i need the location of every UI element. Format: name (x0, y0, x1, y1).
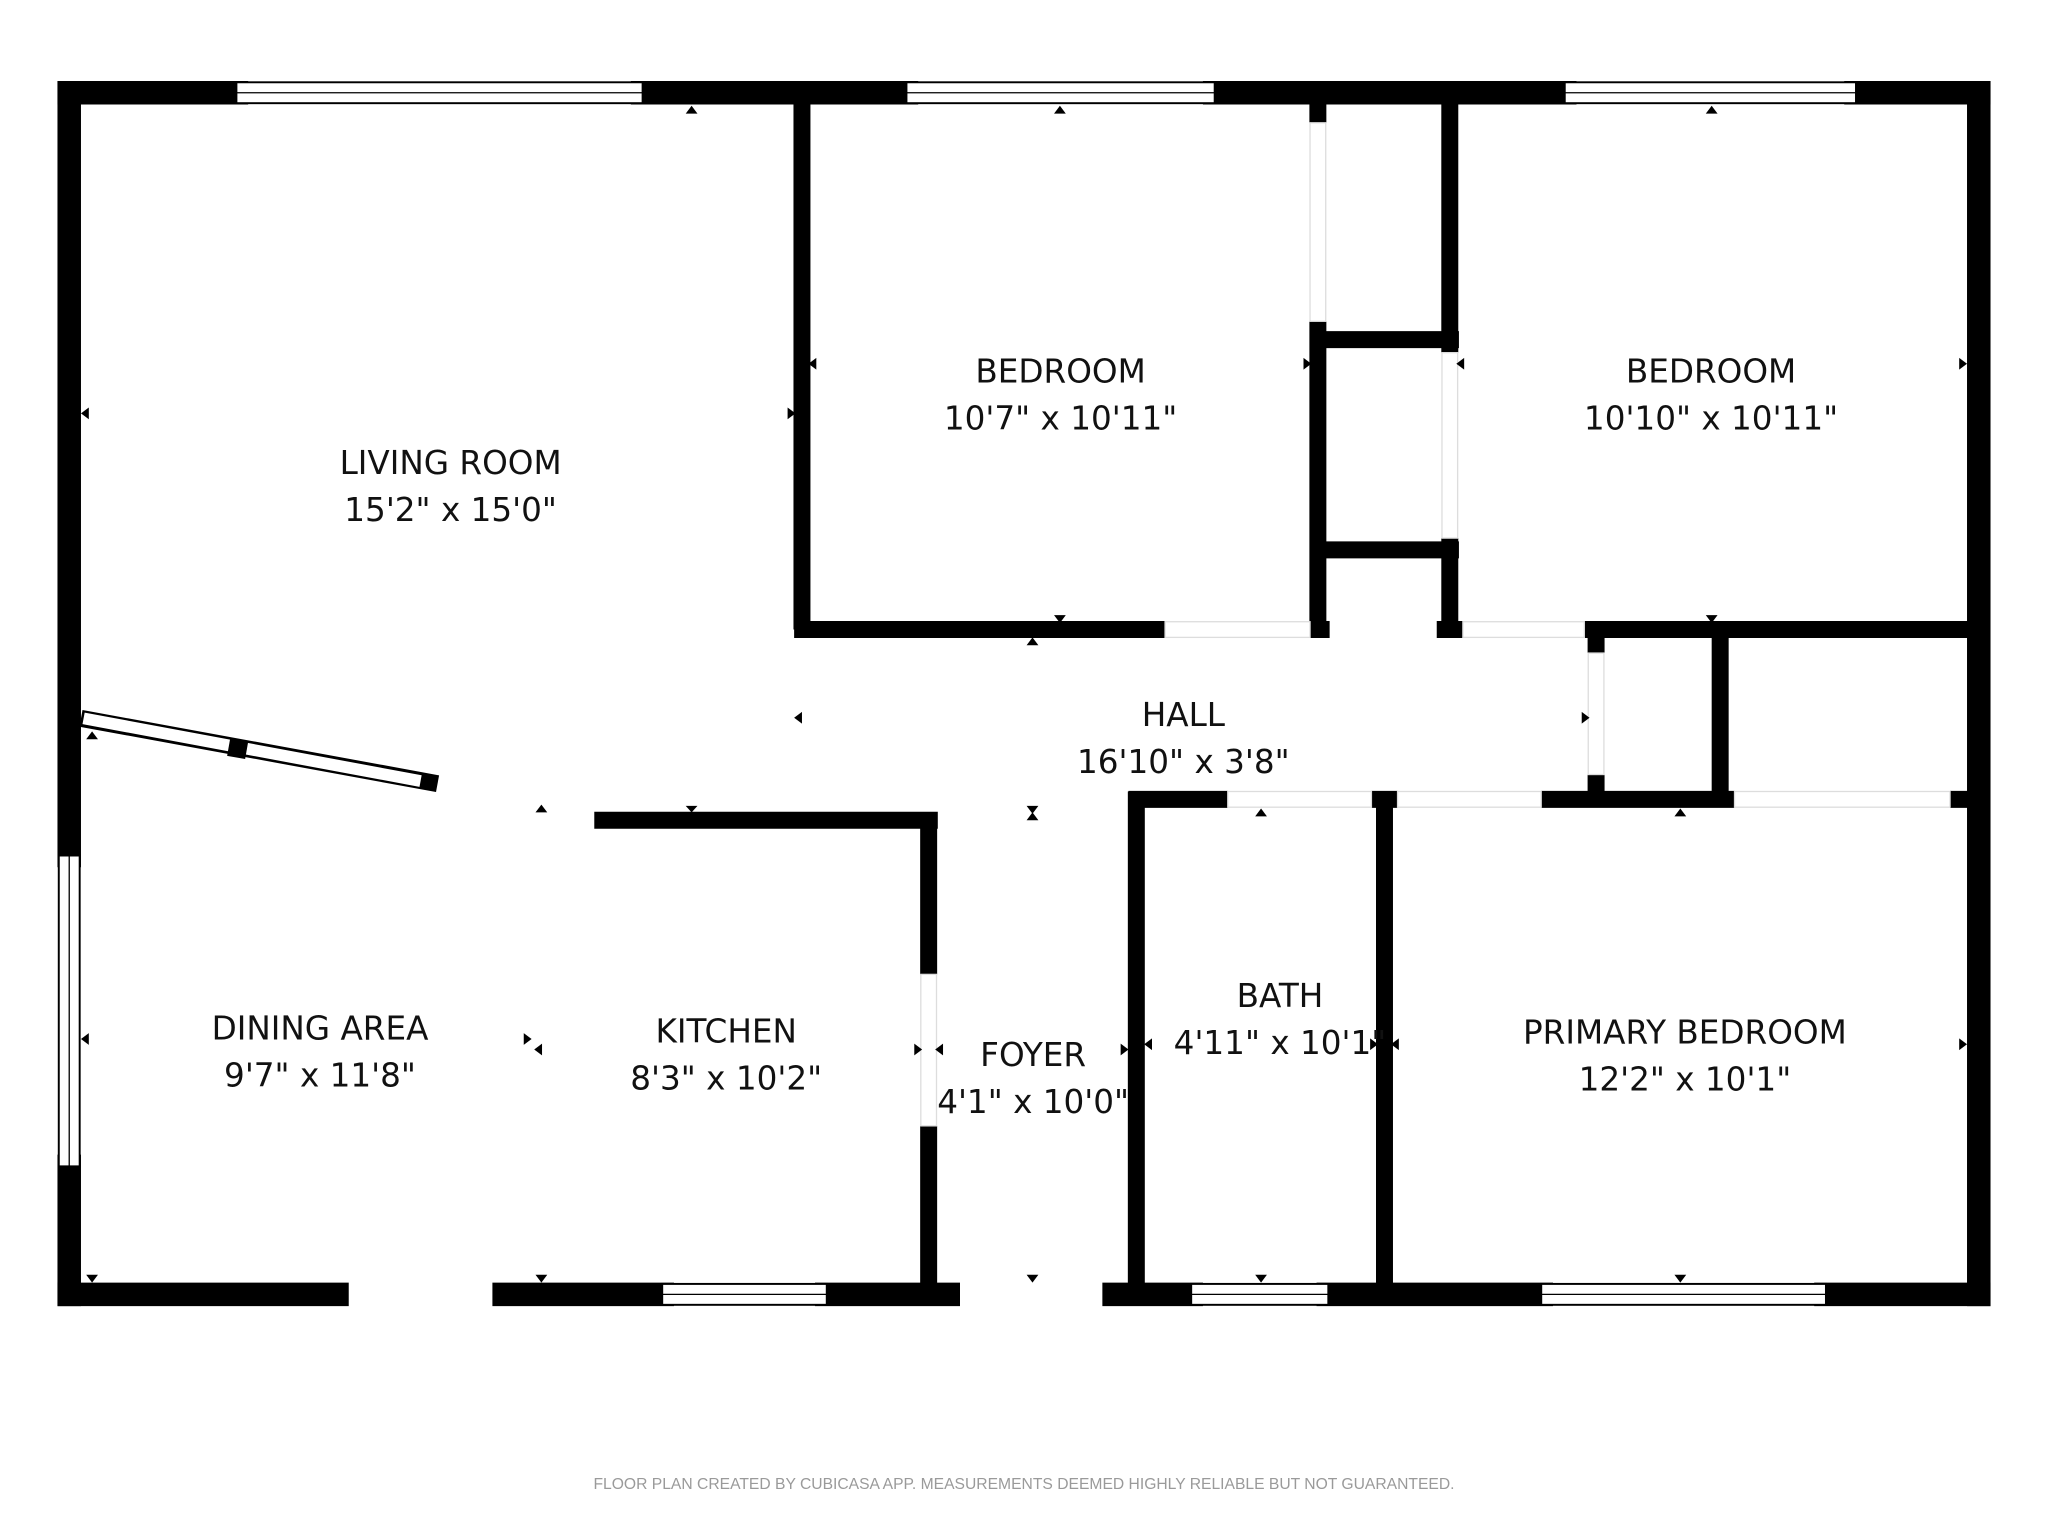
room-living-room: LIVING ROOM 15'2" x 15'0" (340, 444, 562, 529)
room-name: BEDROOM (975, 353, 1145, 391)
room-name: KITCHEN (655, 1012, 796, 1050)
room-name: DINING AREA (212, 1010, 430, 1048)
room-name: BATH (1237, 977, 1324, 1015)
room-primary-bedroom: PRIMARY BEDROOM 12'2" x 10'1" (1523, 1014, 1847, 1099)
room-dimensions: 8'3" x 10'2" (630, 1059, 822, 1097)
room-dimensions: 16'10" x 3'8" (1077, 743, 1290, 781)
room-dimensions: 4'11" x 10'1" (1174, 1024, 1387, 1062)
room-dimensions: 9'7" x 11'8" (224, 1057, 416, 1095)
room-dimensions: 15'2" x 15'0" (344, 491, 557, 529)
room-dimensions: 10'10" x 10'11" (1584, 400, 1838, 438)
room-dimensions: 4'1" x 10'0" (937, 1083, 1129, 1121)
room-name: LIVING ROOM (340, 444, 562, 482)
walls (57, 80, 1991, 1307)
room-name: BEDROOM (1626, 353, 1796, 391)
disclaimer-footer: FLOOR PLAN CREATED BY CUBICASA APP. MEAS… (593, 1476, 1454, 1493)
room-name: HALL (1142, 696, 1226, 734)
room-dining-area: DINING AREA 9'7" x 11'8" (212, 1010, 430, 1095)
room-name: PRIMARY BEDROOM (1523, 1014, 1847, 1052)
room-name: FOYER (980, 1036, 1086, 1074)
dimension-markers (80, 105, 1968, 1283)
room-hall: HALL 16'10" x 3'8" (1077, 696, 1290, 781)
room-bedroom-2: BEDROOM 10'10" x 10'11" (1584, 353, 1838, 438)
room-foyer: FOYER 4'1" x 10'0" (937, 1036, 1129, 1121)
room-kitchen: KITCHEN 8'3" x 10'2" (630, 1012, 822, 1097)
room-bath: BATH 4'11" x 10'1" (1174, 977, 1387, 1062)
doors (79, 122, 1951, 1127)
windows (57, 81, 1857, 1306)
room-bedroom-1: BEDROOM 10'7" x 10'11" (944, 353, 1177, 438)
room-dimensions: 12'2" x 10'1" (1579, 1061, 1792, 1099)
room-dimensions: 10'7" x 10'11" (944, 400, 1177, 438)
